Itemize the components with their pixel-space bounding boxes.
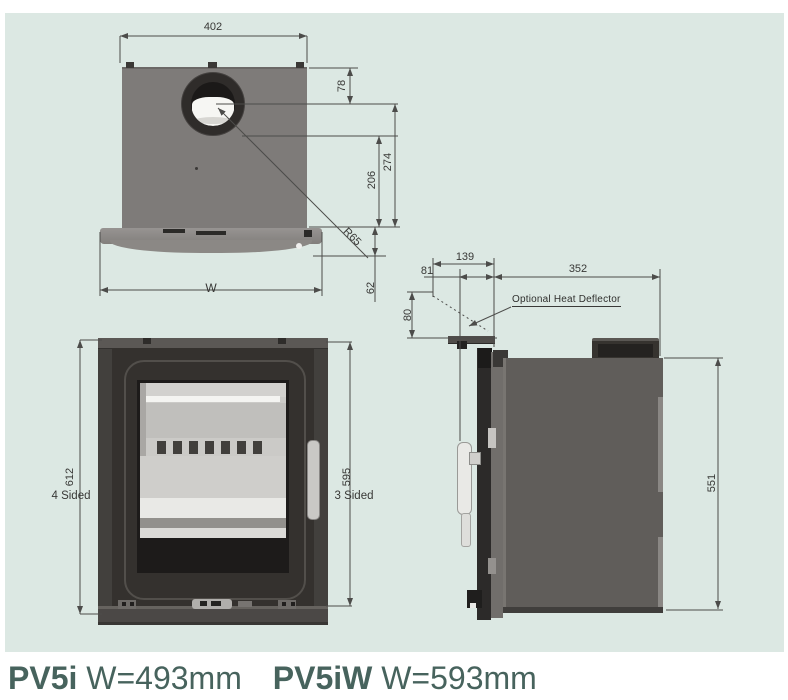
side-rear-edge-upper <box>658 397 663 492</box>
firebox-left-shadow <box>140 383 146 498</box>
firebox-interior <box>140 383 286 498</box>
airwash-vent-row <box>157 441 273 457</box>
plate-screw <box>195 167 198 170</box>
fascia-latch <box>304 230 312 237</box>
glass-dark-stripe <box>140 518 286 528</box>
handle-boss <box>469 452 481 465</box>
vent-slot <box>189 441 198 454</box>
model-width-title: PV5i W=493mm PV5iW W=593mm <box>8 658 537 698</box>
side-frame-column <box>491 352 503 618</box>
bottom-latch-detail2 <box>211 601 221 606</box>
hinge-right <box>278 600 296 609</box>
side-foot-pad <box>470 603 476 608</box>
front-top-notch-left <box>143 338 151 344</box>
dim-top-width: 402 <box>203 21 223 33</box>
dim-body-height: 551 <box>706 473 718 493</box>
front-base <box>98 609 328 625</box>
glass-reflection-band <box>140 498 286 518</box>
flue-opening-shade <box>195 117 231 124</box>
vent-slot <box>173 441 182 454</box>
side-body-front-edge <box>503 358 506 611</box>
hinge-right-pin2 <box>291 602 295 606</box>
glass-light-stripe <box>140 528 286 538</box>
dim-overall-width: W <box>205 281 217 295</box>
label-4-sided: 4 Sided <box>51 490 91 502</box>
front-top-notch-right <box>278 338 286 344</box>
vent-slot <box>221 441 230 454</box>
fascia-pin <box>296 243 302 249</box>
flue-spigot-rim <box>592 338 659 343</box>
vent-slot <box>253 441 262 454</box>
vent-slot <box>205 441 214 454</box>
hinge-left <box>118 600 136 609</box>
label-3-sided: 3 Sided <box>334 490 374 502</box>
vent-slot <box>157 441 166 454</box>
vent-slot <box>237 441 246 454</box>
fascia-slot-2 <box>196 231 226 235</box>
dim-deflector-height: 80 <box>402 308 414 322</box>
dim-deflector-total: 139 <box>455 251 475 263</box>
dim-fascia-depth: 62 <box>365 281 377 295</box>
dim-deflector-front: 81 <box>420 265 434 277</box>
side-door-top <box>478 348 492 368</box>
model2-width: W=593mm <box>381 660 537 696</box>
handle-lower <box>461 513 471 547</box>
flue-spigot-shade <box>598 344 653 357</box>
side-door-column <box>477 348 491 620</box>
dim-body-depth: 352 <box>568 263 588 275</box>
side-base-strip <box>503 607 663 613</box>
baffle-top <box>140 383 286 397</box>
plate-tab-right <box>296 62 304 68</box>
dim-flue-center-depth: 274 <box>382 152 394 172</box>
bottom-latch-detail1 <box>200 601 207 606</box>
side-hinge-plate-lower <box>488 558 496 574</box>
model2-name: PV5iW <box>272 660 373 696</box>
flue-opening <box>191 82 235 126</box>
hinge-left-pin <box>122 602 126 606</box>
side-rear-edge-lower <box>658 537 663 611</box>
hinge-left-pin2 <box>130 602 134 606</box>
bottom-vent <box>238 601 252 607</box>
deflector-mount-plate <box>448 336 495 344</box>
baffle-band <box>140 403 286 438</box>
firebrick-lower <box>140 456 286 498</box>
side-hinge-plate-upper <box>488 428 496 448</box>
dim-flue-offset: 78 <box>336 79 348 93</box>
heat-deflector-note: Optional Heat Deflector <box>512 294 621 307</box>
door-handle-front <box>307 440 320 520</box>
deflector-bracket <box>457 341 467 349</box>
dim-flue-edge-depth: 206 <box>366 170 378 190</box>
plate-tab-left <box>126 62 134 68</box>
baffle-edge-highlight <box>146 396 280 402</box>
fascia-slot-1 <box>163 229 185 233</box>
side-body <box>503 358 663 611</box>
plate-tab-center <box>208 62 217 68</box>
model1-width: W=493mm <box>86 660 242 696</box>
hinge-right-pin <box>282 602 286 606</box>
model1-name: PV5i <box>8 660 78 696</box>
